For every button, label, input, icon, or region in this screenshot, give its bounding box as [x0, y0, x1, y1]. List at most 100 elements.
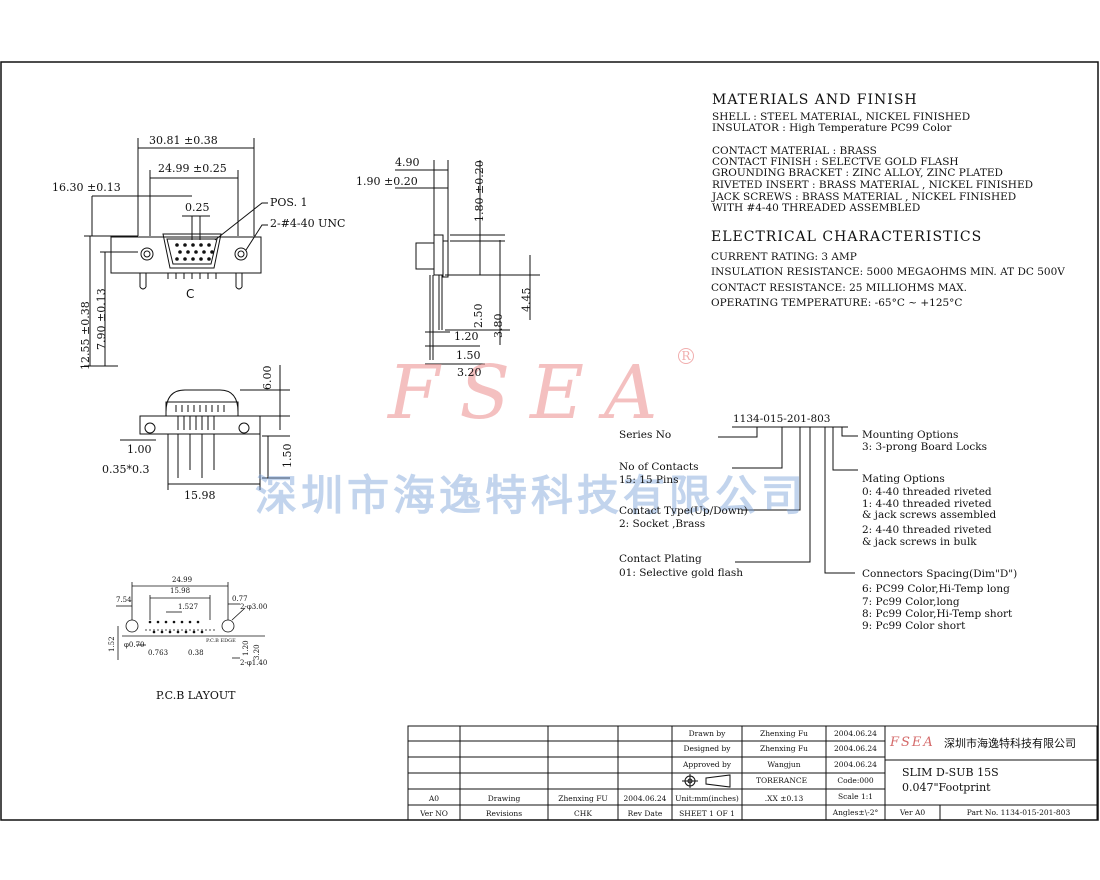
pcb-edge-label: P.C.B EDGE: [206, 638, 236, 644]
designed-name: Zhenxing Fu: [760, 744, 808, 753]
dim-pitch: 0.25: [185, 201, 210, 214]
bottom-dim: 1.50: [281, 443, 294, 469]
pcb-dim: 1.20: [242, 640, 250, 656]
mounting-value: 3: 3-prong Board Locks: [862, 441, 987, 453]
dim-height-1: 12.55 ±0.38: [79, 301, 92, 370]
pcb-title: P.C.B LAYOUT: [156, 689, 236, 702]
pcb-layout-drawing: [116, 582, 265, 660]
front-view-drawing: C: [84, 138, 268, 367]
angles-label: Angles±\-2°: [832, 808, 879, 817]
bottom-dim: 6.00: [261, 365, 274, 391]
designed-date: 2004.06.24: [834, 744, 877, 753]
watermark-logo: FSEA: [388, 350, 678, 436]
pcb-dim: 3.20: [253, 644, 261, 660]
contact-type-label: Contact Type(Up/Down): [619, 505, 748, 517]
watermark-company: 深圳市海逸特科技有限公司: [255, 471, 808, 520]
tolerance-value: .XX ±0.13: [764, 794, 804, 803]
mating-label: Mating Options: [862, 473, 945, 485]
bottom-dim: 0.35*0.3: [102, 463, 150, 476]
approved-name: Wangjun: [767, 760, 801, 769]
part-code: 1134-015-201-803: [733, 413, 831, 425]
header-rev: Revisions: [485, 809, 523, 818]
side-dim: 4.45: [520, 287, 533, 313]
dim-width: 30.81 ±0.38: [149, 134, 218, 147]
side-dim: 1.90 ±0.20: [356, 175, 418, 188]
drawn-name: Zhenxing Fu: [760, 729, 808, 738]
spacing-value: 6: PC99 Color,Hi-Temp long: [862, 583, 1010, 595]
side-view-drawing: [395, 160, 540, 365]
electrical-line: CONTACT RESISTANCE: 25 MILLIOHMS MAX.: [711, 282, 967, 294]
side-dim: 1.20: [454, 330, 479, 343]
drawn-label: Drawn by: [688, 729, 726, 738]
mating-value: & jack screws assembled: [862, 509, 997, 521]
pcb-dim: 0.77: [232, 595, 248, 603]
spacing-value: 8: Pc99 Color,Hi-Temp short: [862, 608, 1013, 620]
tolerance-label: TORERANCE: [756, 776, 808, 785]
mating-value: 2: 4-40 threaded riveted: [862, 524, 992, 536]
materials-line: INSULATOR : High Temperature PC99 Color: [712, 122, 952, 134]
part-number: Part No. 1134-015-201-803: [966, 808, 1071, 817]
rev-chk: Zhenxing FU: [558, 794, 608, 803]
side-dim: 2.50: [472, 303, 485, 329]
product-line1: SLIM D-SUB 15S: [902, 766, 999, 779]
code-label: Code:000: [837, 776, 874, 785]
rev-desc: Drawing: [487, 794, 521, 803]
dim-inner: 24.99 ±0.25: [158, 162, 227, 175]
mating-value: & jack screws in bulk: [862, 536, 977, 548]
approved-date: 2004.06.24: [834, 760, 877, 769]
materials-line: JACK SCREWS : BRASS MATERIAL , NICKEL FI…: [712, 191, 1017, 203]
pos-label: POS. 1: [270, 196, 308, 209]
product-line2: 0.047"Footprint: [902, 781, 991, 794]
bottom-dim: 1.00: [127, 443, 152, 456]
pcb-dim: 1.527: [178, 603, 199, 611]
registered-mark: R: [678, 348, 694, 364]
pcb-dim: 0.763: [148, 649, 169, 657]
company-name: 深圳市海逸特科技有限公司: [944, 737, 1076, 750]
contacts-label: No of Contacts: [619, 461, 699, 473]
company-logo: FSEA: [890, 735, 935, 750]
dim-height-2: 7.90 ±0.13: [95, 288, 108, 350]
scale-label: Scale 1:1: [837, 792, 874, 801]
pcb-dim: 7.54: [116, 596, 132, 604]
spacing-label: Connectors Spacing(Dim"D"): [862, 568, 1018, 580]
header-ver: Ver NO: [420, 809, 448, 818]
electrical-title: ELECTRICAL CHARACTERISTICS: [711, 229, 983, 245]
materials-line: GROUNDING BRACKET : ZINC ALLOY, ZINC PLA…: [712, 167, 1003, 179]
pcb-dim: 24.99: [172, 576, 193, 584]
materials-line: SHELL : STEEL MATERIAL, NICKEL FINISHED: [712, 111, 971, 123]
pcb-dim: 1.52: [108, 636, 116, 652]
electrical-line: INSULATION RESISTANCE: 5000 MEGAOHMS MIN…: [711, 266, 1065, 278]
thread-label: 2-#4-40 UNC: [270, 217, 346, 230]
title-block-grid: [407, 725, 1098, 821]
rev-date: 2004.06.24: [623, 794, 667, 803]
materials-line: RIVETED INSERT : BRASS MATERIAL , NICKEL…: [712, 179, 1034, 191]
side-dim: 1.80 ±0.20: [473, 160, 486, 222]
pcb-dim: φ0.70: [124, 641, 145, 649]
bottom-dim: 15.98: [184, 489, 216, 502]
plating-value: 01: Selective gold flash: [619, 567, 744, 579]
series-label: Series No: [619, 429, 672, 441]
contact-type-value: 2: Socket ,Brass: [619, 518, 706, 530]
electrical-line: CURRENT RATING: 3 AMP: [711, 251, 857, 263]
spacing-value: 9: Pc99 Color short: [862, 620, 966, 632]
header-date: Rev Date: [627, 809, 663, 818]
materials-title: MATERIALS AND FINISH: [712, 92, 918, 108]
electrical-line: OPERATING TEMPERATURE: -65°C ~ +125°C: [711, 297, 963, 309]
materials-line: CONTACT MATERIAL : BRASS: [712, 145, 877, 157]
mating-value: 0: 4-40 threaded riveted: [862, 486, 992, 498]
side-dim: 3.80: [492, 313, 505, 339]
approved-label: Approved by: [682, 760, 732, 769]
svg-text:C: C: [186, 287, 194, 301]
version-label: Ver A0: [899, 808, 926, 817]
plating-label: Contact Plating: [619, 553, 702, 565]
pcb-dim: 0.38: [188, 649, 204, 657]
side-dim: 3.20: [457, 366, 482, 379]
side-dim: 4.90: [395, 156, 420, 169]
sheet-label: SHEET 1 OF 1: [679, 809, 735, 818]
materials-line: CONTACT FINISH : SELECTVE GOLD FLASH: [712, 156, 959, 168]
pcb-dim: 15.98: [170, 587, 191, 595]
side-dim: 1.50: [456, 349, 481, 362]
pcb-dim: 2-φ3.00: [240, 603, 268, 611]
